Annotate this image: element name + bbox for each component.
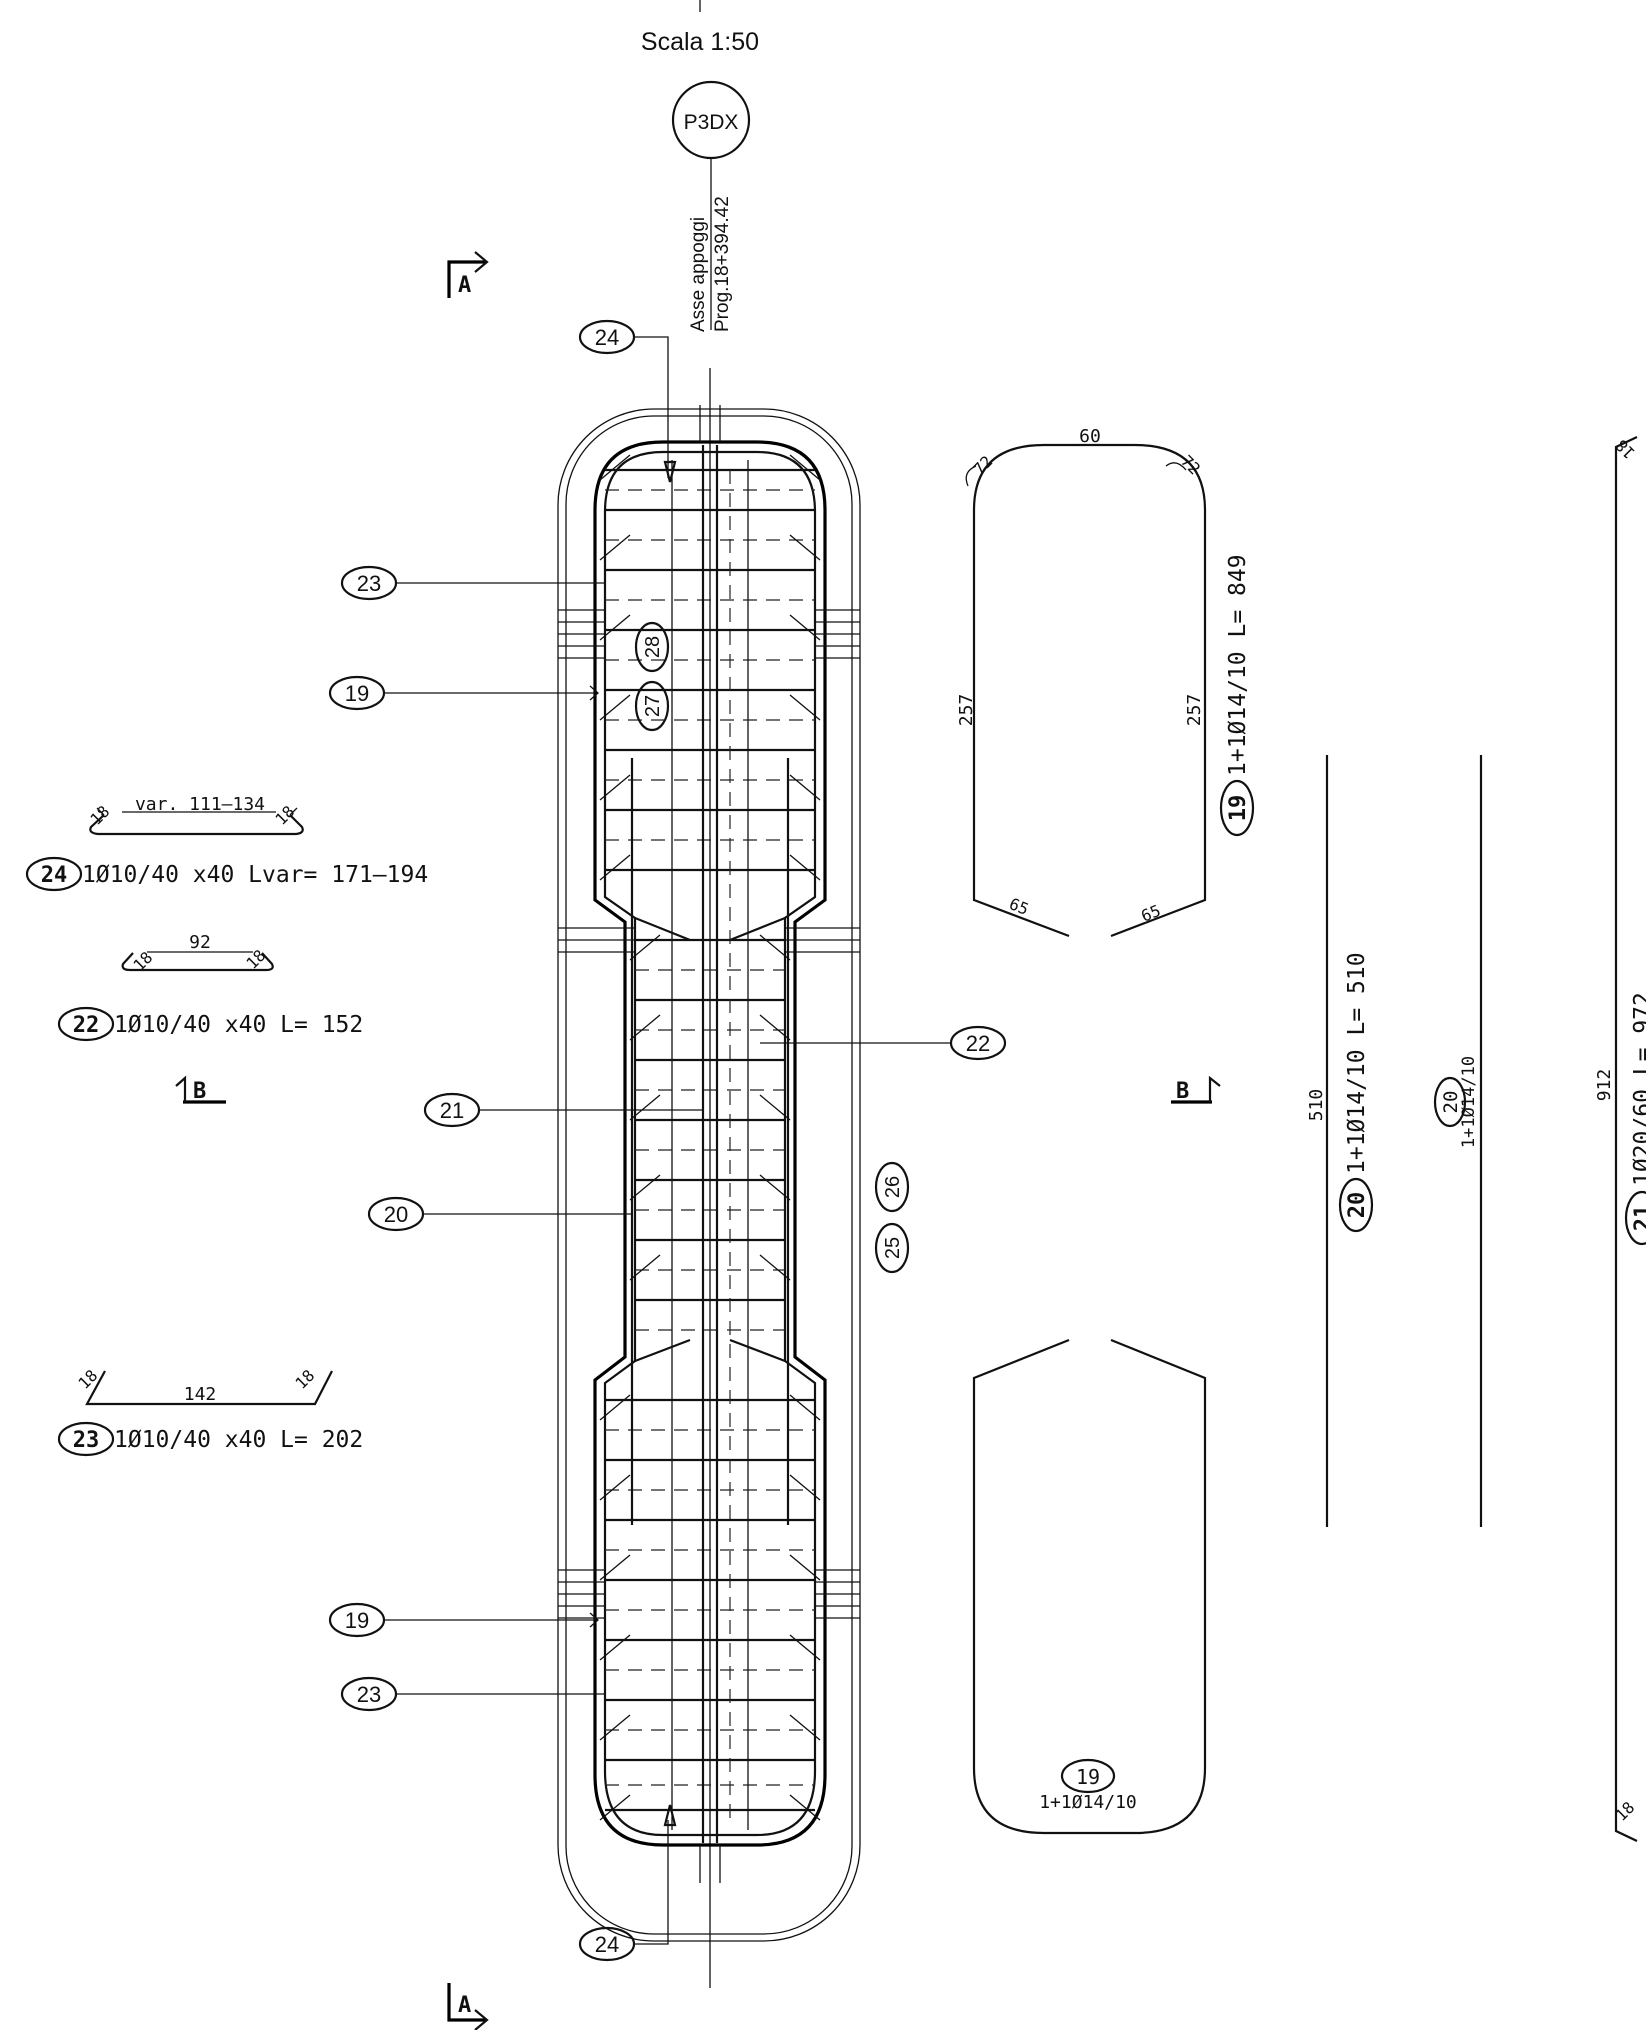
shape-19-label: 1+1Ø14/10 L= 849 — [1225, 554, 1251, 776]
callout-top-23-text: 23 — [357, 571, 381, 596]
callout-top-23: 23 — [340, 565, 605, 601]
stirrups-middle — [635, 938, 785, 1302]
bar-22-dim: 92 — [189, 932, 211, 953]
callout-mid-21: 21 — [423, 1092, 703, 1128]
callout-bot-24-text: 24 — [595, 1932, 619, 1957]
shape-20-label: 1+1Ø14/10 L= 510 — [1344, 952, 1370, 1174]
shape-19-corner-l: 72 — [969, 452, 996, 479]
callout-mid-20-text: 20 — [384, 1202, 408, 1227]
bar-23-label: 1Ø10/40 x40 L= 202 — [114, 1427, 363, 1453]
section-b-right-label: B — [1176, 1079, 1189, 1104]
shape-21-label: 1Ø20/60 L= 972 — [1630, 992, 1646, 1186]
wall-ties — [558, 609, 860, 1619]
bar-22-mark: 22 — [73, 1013, 100, 1038]
shape-19-sub-label: 1+1Ø14/10 — [1039, 1792, 1137, 1813]
section-marker-b-left: B — [175, 1075, 226, 1104]
shape-19-sub-mark: 19 — [1076, 1765, 1100, 1789]
bar-24-label: 1Ø10/40 x40 Lvar= 171–194 — [82, 862, 428, 888]
shape-19-top: 60 72 72 257 257 65 65 19 1+1Ø14/10 L= 8… — [956, 426, 1255, 938]
bar-22-label: 1Ø10/40 x40 L= 152 — [114, 1012, 363, 1038]
callout-bot-23: 23 — [340, 1676, 605, 1712]
shape-20: 510 20 1+1Ø14/10 L= 510 20 1+1Ø14/10 — [1306, 755, 1483, 1527]
callout-mid-22: 22 — [760, 1025, 1007, 1061]
shape-21-mark: 21 — [1631, 1205, 1646, 1232]
bar-23-hook-l: 18 — [74, 1366, 101, 1393]
pier-plan-view — [557, 368, 861, 1988]
callout-bot-19-text: 19 — [345, 1608, 369, 1633]
pier-id: P3DX — [684, 111, 739, 134]
bar-22-hook-r: 18 — [242, 946, 269, 973]
callout-top-19: 19 — [328, 675, 599, 711]
section-marker-b-right: B — [1171, 1075, 1221, 1104]
callout-mid-25-text: 25 — [882, 1237, 904, 1259]
shape-21: 18 18 912 21 1Ø20/60 L= 972 — [1594, 436, 1646, 1842]
shape-19-side-r: 257 — [1184, 694, 1205, 727]
callout-bot-24: 24 — [578, 1820, 669, 1962]
cage-outline — [593, 440, 827, 1847]
callout-bot-19: 19 — [328, 1602, 599, 1638]
callout-mid-21-text: 21 — [440, 1098, 464, 1123]
callout-top-19-text: 19 — [345, 681, 369, 706]
bar-24-dim: var. 111–134 — [135, 794, 265, 815]
bar-23-schedule: 142 18 18 23 1Ø10/40 x40 L= 202 — [57, 1366, 363, 1457]
shape-20-mark: 20 — [1345, 1192, 1370, 1219]
axis-label: Asse appoggi — [688, 217, 709, 332]
section-marker-a-bottom: A — [447, 1983, 489, 2030]
scale-label: Scala 1:50 — [641, 28, 759, 56]
callout-mid-25: 25 — [874, 1222, 910, 1274]
shape-20-sub-mark: 20 — [1440, 1091, 1462, 1114]
bar-24-schedule: var. 111–134 18 18 24 1Ø10/40 x40 Lvar= … — [25, 794, 428, 892]
stirrups-middle-dashed — [635, 969, 785, 1331]
section-a-bottom-label: A — [458, 1993, 471, 2018]
bar-23-mark: 23 — [73, 1428, 100, 1453]
shape-21-bar — [1614, 436, 1638, 1842]
shape-20-sub-label: 1+1Ø14/10 — [1459, 1056, 1479, 1148]
outer-outline — [557, 408, 861, 1942]
shape-19-side-l: 257 — [956, 694, 977, 727]
bar-23-dim: 142 — [184, 1384, 217, 1405]
section-a-top-label: A — [458, 273, 471, 298]
bar-22-schedule: 92 18 18 22 1Ø10/40 x40 L= 152 — [57, 932, 363, 1042]
callout-mid-20: 20 — [367, 1196, 632, 1232]
arrow-top — [663, 460, 677, 483]
shape-19-top-dim: 60 — [1079, 426, 1101, 447]
bar-24-mark: 24 — [41, 863, 68, 888]
cage-inner-line — [603, 450, 817, 1837]
arrow-bottom — [663, 1804, 677, 1827]
section-b-left-label: B — [193, 1079, 206, 1104]
bar-24-hook-l: 18 — [86, 802, 113, 829]
bar-23-hook-r: 18 — [291, 1366, 318, 1393]
callout-mid-27: 27 — [634, 680, 670, 732]
callout-mid-22-text: 22 — [966, 1031, 990, 1056]
callout-mid-28-text: 28 — [642, 636, 664, 658]
callout-mid-28: 28 — [634, 621, 670, 673]
shape-19-bottom: 19 1+1Ø14/10 — [972, 1338, 1207, 1835]
callout-top-24: 24 — [578, 319, 669, 478]
outer-outline-inner — [565, 415, 853, 1935]
shape-20-length: 510 — [1306, 1089, 1327, 1122]
callout-mid-26: 26 — [874, 1161, 910, 1213]
callout-top-24-text: 24 — [595, 325, 619, 350]
axis-progressive: Prog.18+394.42 — [712, 196, 733, 332]
bar-24-hook-r: 18 — [271, 802, 298, 829]
shape-19-mark: 19 — [1226, 795, 1251, 822]
callout-mid-26-text: 26 — [882, 1176, 904, 1198]
stirrups-lower-dashed — [605, 1429, 815, 1786]
section-marker-a-top: A — [447, 251, 489, 298]
longitudinal-bars — [630, 445, 790, 1843]
shape-19-bottom-l: 65 — [1007, 894, 1032, 919]
diagonal-ties — [599, 454, 821, 1821]
callout-mid-27-text: 27 — [642, 695, 664, 717]
shape-21-length: 912 — [1594, 1069, 1615, 1102]
stirrups-lower — [605, 1398, 815, 1812]
callout-bot-23-text: 23 — [357, 1682, 381, 1707]
shape-19-bottom-r: 65 — [1138, 901, 1163, 926]
stirrups-upper-dashed — [605, 489, 815, 841]
